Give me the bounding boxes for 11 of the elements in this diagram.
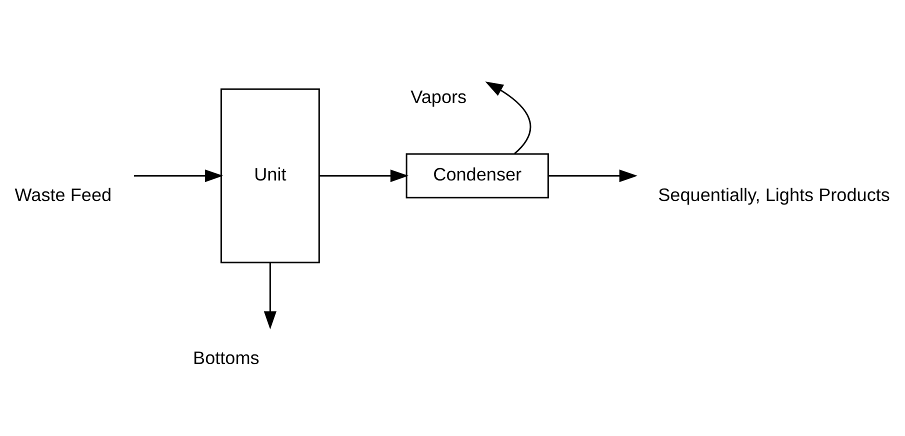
edge-label: Vapors — [410, 87, 467, 108]
edge-label: Waste Feed — [14, 185, 112, 206]
arrow — [485, 82, 532, 154]
edge-label: Bottoms — [193, 348, 260, 368]
arrow — [264, 262, 277, 330]
arrow — [548, 169, 638, 182]
arrow — [320, 169, 409, 182]
edge-label: Sequentially, Lights Products — [658, 185, 890, 206]
node-box: Unit — [220, 88, 320, 264]
node-box: Condenser — [406, 153, 549, 198]
arrow — [134, 169, 224, 182]
